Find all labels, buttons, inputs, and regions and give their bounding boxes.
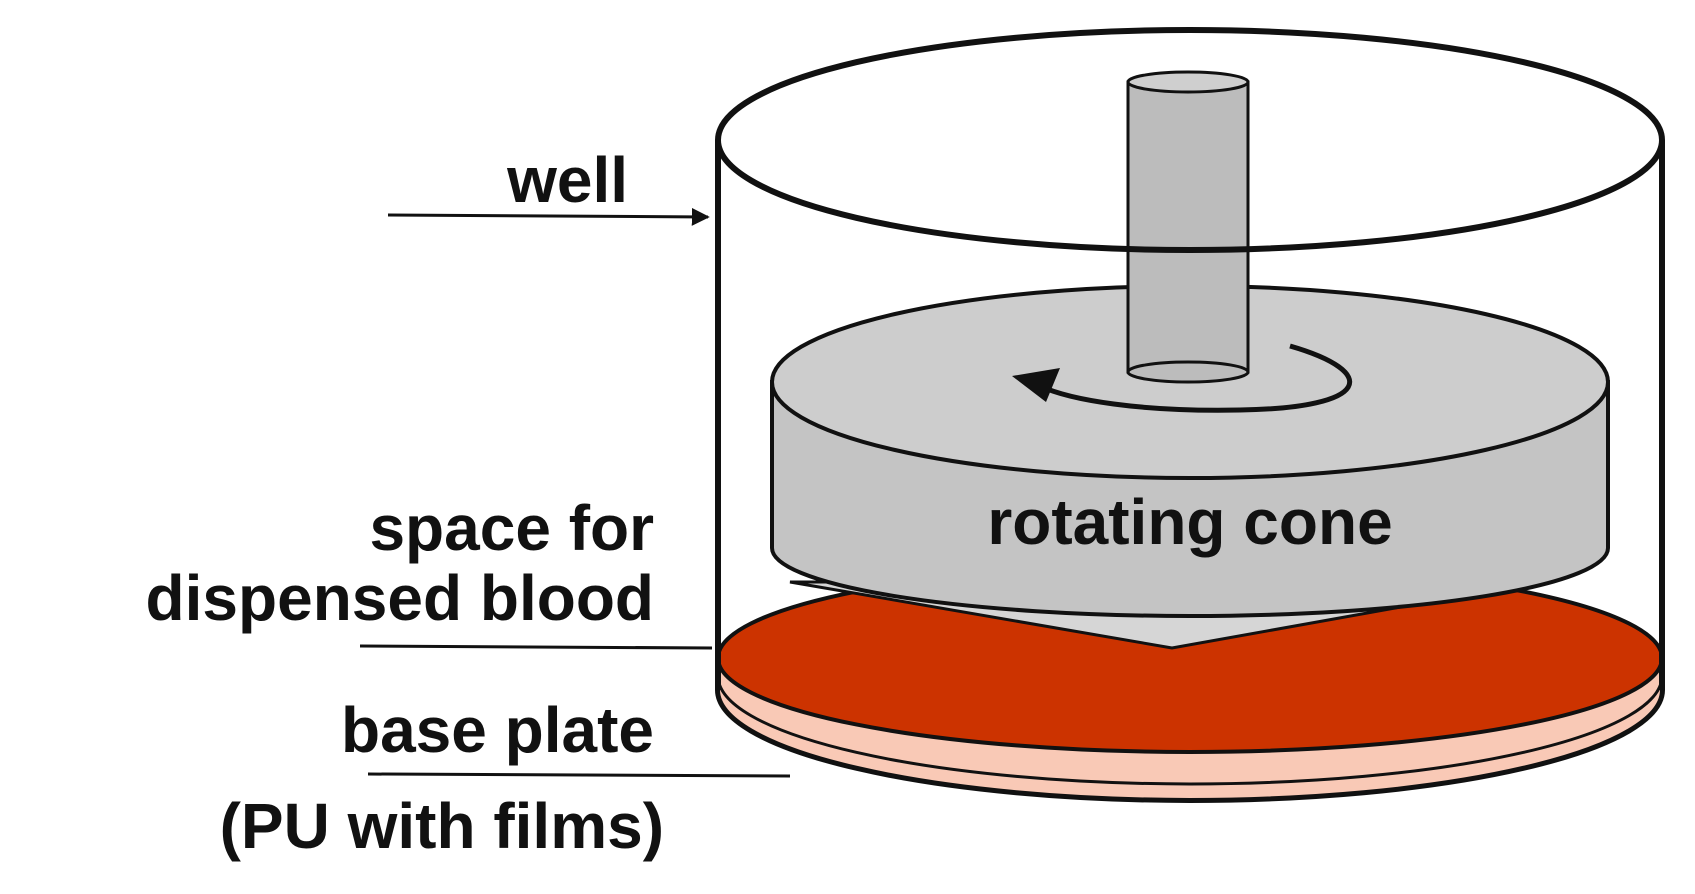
label-rotating-cone: rotating cone xyxy=(987,486,1392,558)
well-leader-line xyxy=(387,207,710,226)
rotation-arrow xyxy=(1038,343,1353,413)
label-space-line1: space for xyxy=(369,492,654,564)
rotation-arrowhead xyxy=(1012,368,1060,402)
shaft-body xyxy=(1126,80,1250,374)
label-base-line2: (PU with films) xyxy=(220,790,664,862)
blood-leader-line xyxy=(359,644,713,650)
well-top-rim xyxy=(715,27,1665,253)
base-plate-layer-line xyxy=(716,675,1664,786)
label-well: well xyxy=(506,144,628,216)
shaft-top xyxy=(1126,70,1250,94)
base-leader-line xyxy=(367,772,791,778)
label-base-line1: base plate xyxy=(341,694,654,766)
shaft-bottom xyxy=(1126,360,1250,384)
label-space-line2: dispensed blood xyxy=(146,562,654,634)
